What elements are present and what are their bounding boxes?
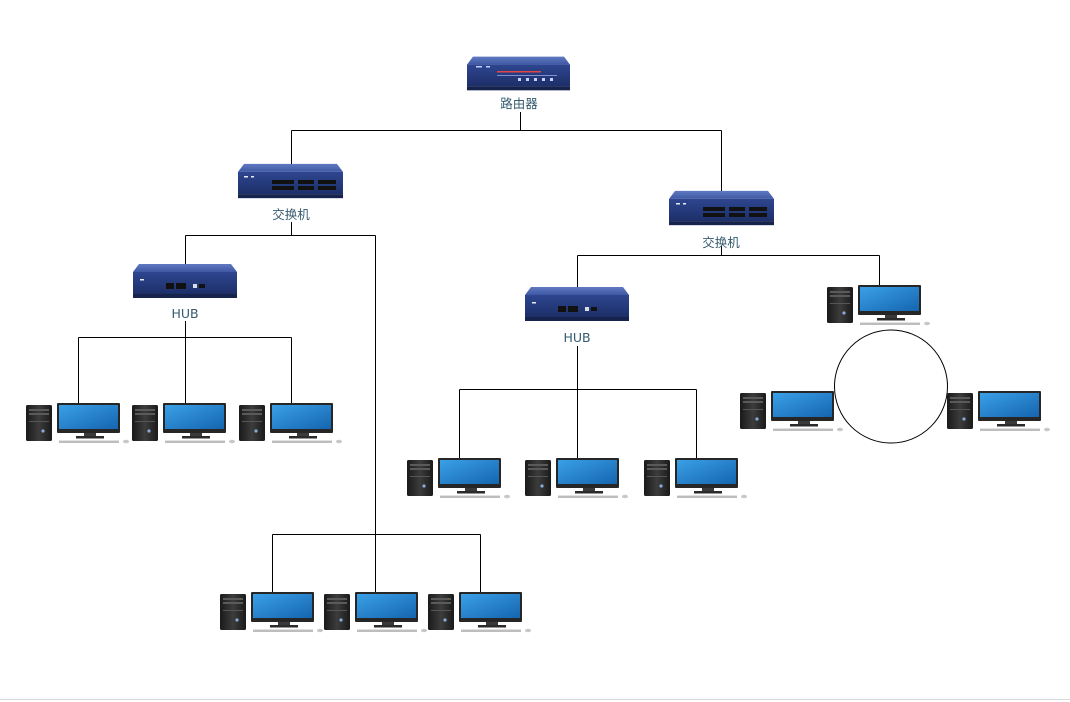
computer-group-hub-left [26,403,342,444]
desktop-computer-icon [132,403,235,444]
desktop-computer-icon [947,391,1050,432]
hub-icon [133,264,237,298]
desktop-computer-icon [827,285,930,326]
computer-group-ring [740,285,1050,432]
switch-icon [669,190,774,226]
router-icon [467,56,570,91]
switch-right-label: 交换机 [702,235,740,250]
desktop-computer-icon [428,592,531,633]
hub-icon [525,287,629,321]
desktop-computer-icon [525,458,628,499]
connection-lines [78,112,880,593]
hub-right-label: HUB [563,330,591,345]
desktop-computer-icon [239,403,342,444]
desktop-computer-icon [644,458,747,499]
ring-topology-circle [834,329,948,444]
hub-left-label: HUB [171,306,199,321]
switch-left-label: 交换机 [272,207,310,222]
desktop-computer-icon [407,458,510,499]
desktop-computer-icon [26,403,129,444]
computer-group-bottom [220,592,531,633]
desktop-computer-icon [740,391,843,432]
router-label: 路由器 [500,96,538,111]
canvas-bottom-border [0,699,1070,700]
desktop-computer-icon [324,592,427,633]
desktop-computer-icon [220,592,323,633]
computer-group-hub-right [407,458,747,499]
switch-icon [238,163,343,199]
